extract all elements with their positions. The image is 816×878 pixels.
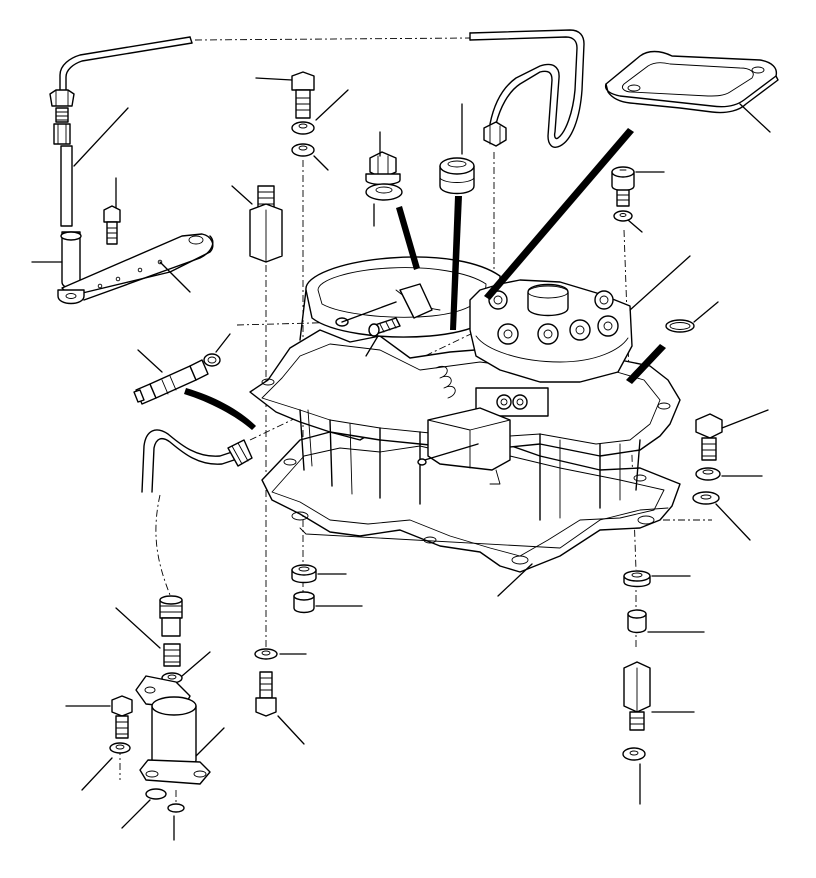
washer-upper-left xyxy=(291,121,315,157)
spacer-left xyxy=(293,591,315,614)
rubber-grommet xyxy=(439,157,475,195)
bolt-lower-left xyxy=(255,671,277,717)
bush-left xyxy=(291,564,317,584)
swoosh-pointers xyxy=(184,128,666,430)
washer-lower-right xyxy=(622,747,646,761)
spacer-right xyxy=(627,609,647,634)
plug-bolt xyxy=(365,151,401,186)
bolt-right xyxy=(695,413,723,461)
stud-right xyxy=(623,661,651,731)
pipe-union-nut xyxy=(49,89,507,227)
bush-right xyxy=(623,570,651,588)
injector-housing xyxy=(249,256,681,573)
bracket-bolt xyxy=(103,205,121,245)
o-ring xyxy=(665,319,695,333)
sealing-washer xyxy=(365,183,403,201)
injector-bolt xyxy=(109,695,133,754)
fuel-pipe xyxy=(59,29,585,148)
bolt-upper-left xyxy=(291,71,315,119)
mounting-bracket xyxy=(57,231,214,305)
banjo-adaptor xyxy=(133,353,221,405)
washer-lower-left xyxy=(254,648,278,660)
throttle-cover xyxy=(604,50,779,114)
screw-upper-right xyxy=(611,166,635,222)
stud-left xyxy=(249,185,283,263)
cold-start-injector xyxy=(135,595,211,813)
washer-right xyxy=(692,467,721,505)
leader-lines xyxy=(31,77,771,841)
throttle-body-gasket xyxy=(299,507,669,549)
housing-screw xyxy=(368,317,401,337)
flexible-hose xyxy=(141,429,253,493)
